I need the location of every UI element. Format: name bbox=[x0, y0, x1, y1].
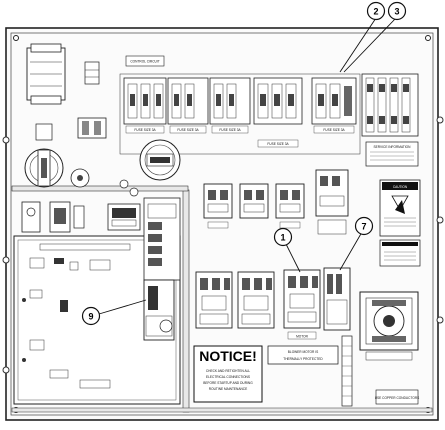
terminal-strip-vertical bbox=[341, 335, 353, 407]
svg-text:ROUTINE MAINTENANCE: ROUTINE MAINTENANCE bbox=[209, 387, 247, 391]
fuse-holder bbox=[209, 77, 251, 125]
knockout bbox=[2, 366, 10, 374]
small-terminal bbox=[119, 179, 139, 197]
svg-text:1: 1 bbox=[280, 233, 285, 243]
callout-2: 2 bbox=[339, 1, 386, 73]
knockout bbox=[436, 316, 444, 324]
relay-block-board bbox=[107, 203, 141, 231]
terminal-blocks-top-right bbox=[361, 73, 419, 137]
transformer-small-left bbox=[21, 201, 85, 233]
svg-text:CAUTION: CAUTION bbox=[393, 185, 408, 189]
fuse-label: FUSE SIZE 3A bbox=[267, 142, 289, 146]
contactor-right bbox=[315, 169, 349, 235]
small-relay-left bbox=[70, 168, 90, 188]
relay bbox=[239, 183, 269, 219]
svg-text:ELECTRICAL CONNECTIONS: ELECTRICAL CONNECTIONS bbox=[206, 375, 250, 379]
mount-hole bbox=[425, 35, 431, 41]
sequencer-board bbox=[143, 197, 181, 281]
fuse-holder bbox=[253, 77, 303, 125]
fuse-label: FUSE SIZE 3A bbox=[177, 128, 199, 132]
terminal-strip-small bbox=[84, 61, 100, 85]
svg-text:USE COPPER CONDUCTORS: USE COPPER CONDUCTORS bbox=[375, 396, 420, 400]
fuse-holder bbox=[311, 77, 357, 125]
caution-label: CAUTION bbox=[379, 179, 421, 237]
contactor-1 bbox=[283, 269, 321, 329]
round-relay-left bbox=[24, 123, 64, 188]
knockout bbox=[2, 136, 10, 144]
relay bbox=[203, 183, 233, 219]
wire-duct-vertical bbox=[182, 189, 190, 413]
knockout bbox=[436, 216, 444, 224]
overload-relay-7 bbox=[323, 267, 351, 331]
svg-text:9: 9 bbox=[88, 312, 93, 322]
wire-duct-horizontal-bottom bbox=[11, 407, 433, 413]
svg-text:NOTICE!: NOTICE! bbox=[199, 348, 257, 364]
svg-text:3: 3 bbox=[394, 7, 399, 17]
svg-text:THERMALLY PROTECTED: THERMALLY PROTECTED bbox=[283, 357, 323, 361]
fuse-holder bbox=[167, 77, 209, 125]
motor-label-box bbox=[287, 331, 317, 340]
svg-text:BEFORE STARTUP AND DURING: BEFORE STARTUP AND DURING bbox=[203, 381, 253, 385]
svg-text:CHECK AND RETIGHTEN ALL: CHECK AND RETIGHTEN ALL bbox=[206, 369, 251, 373]
contactor bbox=[237, 271, 275, 329]
fuse-label: FUSE SIZE 3A bbox=[219, 128, 241, 132]
relay bbox=[275, 183, 305, 219]
mount-hole bbox=[13, 35, 19, 41]
fuse-label-box bbox=[313, 125, 355, 134]
callout-7: 7 bbox=[339, 216, 374, 271]
service-info-label: SERVICE INFORMATION bbox=[365, 141, 419, 167]
motor-label: MOTOR bbox=[296, 335, 309, 339]
terminal-block-left bbox=[77, 117, 107, 139]
fuse-block-group: FUSE SIZE 3A FUSE SIZE 3A FUSE SIZE 3A F… bbox=[119, 73, 361, 155]
contactor bbox=[195, 271, 233, 329]
fuse-label-box bbox=[125, 125, 165, 134]
callout-1: 1 bbox=[273, 227, 301, 273]
callout-9: 9 bbox=[81, 299, 147, 326]
relay-label bbox=[279, 221, 301, 229]
control-circuit-label-box bbox=[125, 55, 165, 67]
svg-text:SERVICE INFORMATION: SERVICE INFORMATION bbox=[374, 145, 412, 149]
wire-duct-horizontal bbox=[11, 185, 189, 192]
svg-text:7: 7 bbox=[361, 222, 366, 232]
disconnect-switch bbox=[359, 291, 419, 351]
round-timer-center bbox=[139, 139, 181, 181]
svg-text:BLOWER MOTOR IS: BLOWER MOTOR IS bbox=[288, 350, 318, 354]
svg-text:2: 2 bbox=[373, 7, 378, 17]
transformer bbox=[26, 43, 66, 105]
control-circuit-label: CONTROL CIRCUIT bbox=[130, 60, 159, 64]
blower-motor-label: BLOWER MOTOR IS THERMALLY PROTECTED bbox=[267, 345, 339, 365]
callout-3: 3 bbox=[343, 1, 407, 73]
knockout bbox=[436, 116, 444, 124]
notice-label: NOTICE! CHECK AND RETIGHTEN ALL ELECTRIC… bbox=[193, 345, 263, 403]
fuse-label: FUSE SIZE 3A bbox=[134, 128, 156, 132]
fuse-label-box bbox=[257, 139, 299, 148]
warning-label-2 bbox=[379, 239, 421, 267]
knockout bbox=[2, 256, 10, 264]
fuse-label: FUSE SIZE 3A bbox=[323, 128, 345, 132]
fuse-label-box bbox=[169, 125, 207, 134]
fuse-holder bbox=[123, 77, 167, 125]
panel-inner-border bbox=[10, 32, 434, 416]
relay-label bbox=[207, 221, 229, 229]
fuse-label-box bbox=[211, 125, 249, 134]
disconnect-base bbox=[365, 351, 413, 361]
copper-conductors-label: USE COPPER CONDUCTORS bbox=[375, 389, 420, 405]
board-relay-9 bbox=[143, 279, 175, 341]
